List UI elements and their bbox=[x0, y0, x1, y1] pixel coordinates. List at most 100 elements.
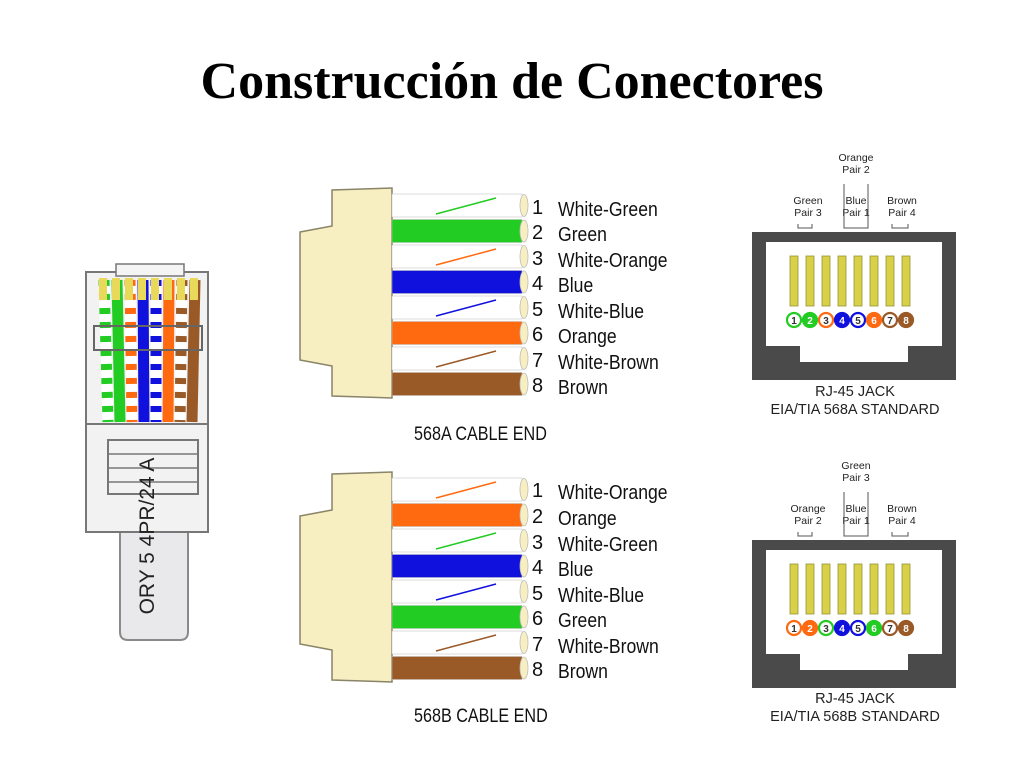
pair-name: Blue bbox=[845, 503, 867, 515]
wire-7 bbox=[391, 346, 523, 371]
jack-caption-line2: EIA/TIA 568A STANDARD bbox=[770, 402, 940, 418]
wire-stripe bbox=[435, 299, 497, 317]
wire-num: 5 bbox=[532, 299, 544, 321]
pin-number: 7 bbox=[887, 316, 893, 327]
pair-name: Blue bbox=[845, 195, 867, 207]
cable-end-label: 568B CABLE END bbox=[414, 706, 548, 727]
wire-1 bbox=[391, 477, 523, 502]
wire-stripe bbox=[435, 350, 497, 368]
wire-label: White-Green bbox=[558, 534, 658, 556]
jack-caption-line2: EIA/TIA 568B STANDARD bbox=[770, 709, 940, 725]
wire-label: Blue bbox=[558, 559, 594, 581]
jack-pin-5 bbox=[853, 563, 863, 615]
pin-number-circle bbox=[849, 619, 867, 637]
wire-tip bbox=[519, 347, 529, 370]
pair-label-top: Green Pair 3 bbox=[826, 460, 886, 484]
pin-number-circle bbox=[801, 311, 819, 329]
pin-number-circle bbox=[817, 619, 835, 637]
jack-pin-2 bbox=[805, 563, 815, 615]
wire-1 bbox=[391, 193, 523, 218]
wire-num: 2 bbox=[532, 222, 544, 244]
pin-number: 8 bbox=[903, 624, 909, 635]
pin-number-circle bbox=[897, 619, 915, 637]
wire-tip bbox=[519, 478, 529, 501]
pair-number: Pair 1 bbox=[842, 207, 870, 219]
wire-label: White-Orange bbox=[558, 482, 668, 504]
pair-number: Pair 3 bbox=[794, 207, 822, 219]
cable-end-label: 568A CABLE END bbox=[414, 424, 547, 445]
pin-number-circle bbox=[833, 311, 851, 329]
jack-pin-1 bbox=[789, 563, 799, 615]
wire-tip bbox=[519, 580, 529, 603]
wire-4 bbox=[391, 554, 523, 578]
pin-number: 4 bbox=[839, 624, 845, 635]
wire-label: Brown bbox=[558, 377, 608, 399]
wire-tip bbox=[519, 631, 529, 654]
wire-stripe bbox=[435, 583, 497, 601]
pin-number: 2 bbox=[807, 624, 813, 635]
pin-number: 4 bbox=[839, 316, 845, 327]
pair-number: Pair 4 bbox=[888, 207, 916, 219]
wire-tip bbox=[519, 270, 529, 294]
wire-stripe bbox=[435, 532, 497, 550]
wire-tip bbox=[519, 372, 529, 396]
wire-stripe bbox=[435, 197, 497, 215]
wire-stripe bbox=[435, 248, 497, 266]
wire-label: Orange bbox=[558, 326, 617, 348]
wire-label: White-Green bbox=[558, 199, 658, 221]
pair-number: Pair 2 bbox=[842, 164, 870, 176]
jack-pin-8 bbox=[901, 563, 911, 615]
wire-label: White-Brown bbox=[558, 352, 659, 374]
pin-number: 7 bbox=[887, 624, 893, 635]
pin-number-circle bbox=[849, 311, 867, 329]
pin-number: 3 bbox=[823, 316, 829, 327]
wire-6 bbox=[391, 321, 523, 345]
wire-num: 8 bbox=[532, 659, 544, 681]
pin-number-circle bbox=[785, 311, 803, 329]
pair-name: Orange bbox=[838, 152, 874, 164]
wire-stripe bbox=[435, 481, 497, 499]
wire-label: White-Orange bbox=[558, 250, 668, 272]
wire-label: Green bbox=[558, 224, 607, 246]
wire-num: 3 bbox=[532, 248, 544, 270]
wire-num: 4 bbox=[532, 273, 544, 295]
wire-num: 3 bbox=[532, 532, 544, 554]
pin-number: 3 bbox=[823, 624, 829, 635]
pin-number: 1 bbox=[791, 624, 797, 635]
wire-8 bbox=[391, 372, 523, 396]
wire-6 bbox=[391, 605, 523, 629]
wire-7 bbox=[391, 630, 523, 655]
wire-num: 6 bbox=[532, 608, 544, 630]
pair-number: Pair 4 bbox=[888, 515, 916, 527]
jack-pin-8 bbox=[901, 255, 911, 307]
wire-tip bbox=[519, 296, 529, 319]
wire-5 bbox=[391, 579, 523, 604]
pin-number: 8 bbox=[903, 316, 909, 327]
pin-number-circle bbox=[817, 311, 835, 329]
pair-label-left: Green Pair 3 bbox=[780, 195, 836, 219]
jack-pin-5 bbox=[853, 255, 863, 307]
jack-caption-line1: RJ-45 JACK bbox=[815, 691, 895, 707]
wire-2 bbox=[391, 503, 523, 527]
jack-pin-3 bbox=[821, 255, 831, 307]
pin-number: 2 bbox=[807, 316, 813, 327]
pair-label-left: Orange Pair 2 bbox=[780, 503, 836, 527]
pair-name: Green bbox=[841, 460, 871, 472]
jack-pin-6 bbox=[869, 563, 879, 615]
pin-number: 1 bbox=[791, 316, 797, 327]
wire-num: 4 bbox=[532, 557, 544, 579]
wire-num: 1 bbox=[532, 480, 544, 502]
pin-number-circle bbox=[897, 311, 915, 329]
wire-tip bbox=[519, 503, 529, 527]
wire-label: Green bbox=[558, 610, 607, 632]
wire-5 bbox=[391, 295, 523, 320]
pin-number-circle bbox=[785, 619, 803, 637]
pair-label-top: Orange Pair 2 bbox=[826, 152, 886, 176]
rj45-plug-illustration bbox=[85, 263, 209, 641]
pair-label-middle: Blue Pair 1 bbox=[828, 503, 884, 527]
jack-caption: RJ-45 JACK EIA/TIA 568A STANDARD bbox=[740, 383, 970, 419]
pair-label-middle: Blue Pair 1 bbox=[828, 195, 884, 219]
jack-pin-7 bbox=[885, 563, 895, 615]
